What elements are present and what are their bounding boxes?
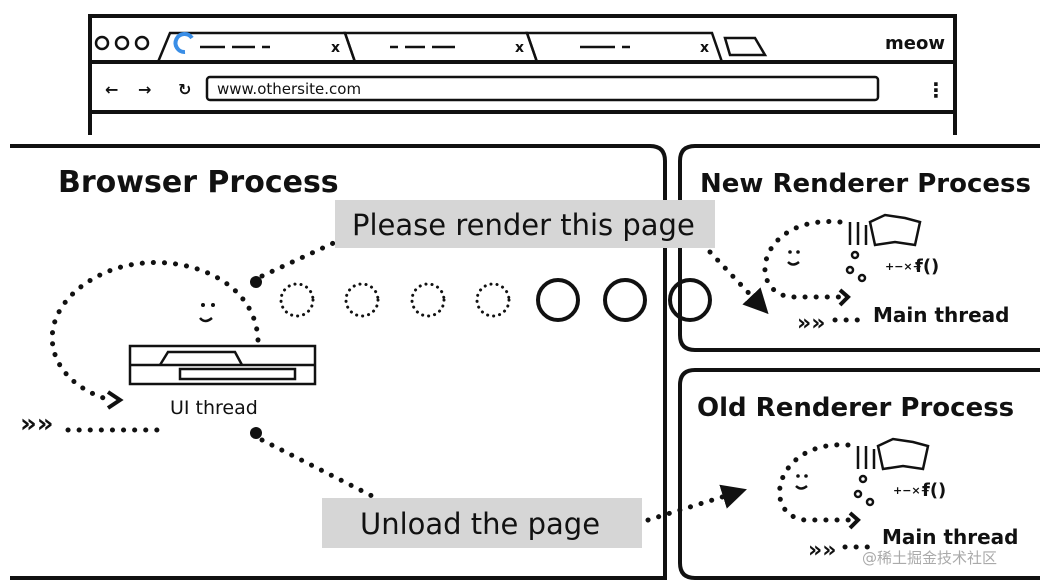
browser-window: x x x meow ← → ↻ www.othersite.com ⋮ [88,14,957,135]
new-main-thread-label: Main thread [873,303,1010,327]
browser-process-box [10,144,667,580]
pencils-icon [848,222,868,245]
ui-thread: UI thread »» [20,260,317,439]
book-icon [868,213,922,247]
sent-message-circle [668,278,712,322]
ui-thread-label: UI thread [170,397,258,419]
tree-icon [845,250,867,283]
forward-icon[interactable]: → [138,80,151,99]
tab-close-icon[interactable]: x [331,40,340,56]
sent-message-circle [603,278,647,322]
old-main-thread: +−×÷ f() »» Main thread [777,437,1019,563]
tab[interactable] [525,31,724,63]
function-icon: f() [922,480,946,501]
pencils-icon [856,446,876,469]
pending-message-circle [344,282,380,318]
old-renderer-title: Old Renderer Process [697,393,1014,423]
render-message-box [335,200,715,248]
thread-chevrons-icon: »» [20,409,54,439]
ipc-messages [279,278,712,322]
mini-browser-icon [128,344,317,386]
url-text[interactable]: www.othersite.com [217,80,361,98]
pending-message-circle [279,282,315,318]
math-icon: +−×÷ [893,484,930,497]
old-renderer-box [678,368,1040,580]
sent-message-circle [536,278,580,322]
tab-close-icon[interactable]: x [515,40,524,56]
old-main-thread-label: Main thread [882,525,1019,549]
unload-message-text: Unload the page [360,507,600,541]
pending-message-circle [475,282,511,318]
profile-label[interactable]: meow [885,33,945,54]
render-message-text: Please render this page [352,208,695,242]
new-tab-button[interactable] [723,36,768,57]
math-icon: +−×÷ [885,260,922,273]
reload-icon[interactable]: ↻ [178,80,191,99]
url-bar[interactable] [205,75,880,102]
back-icon[interactable]: ← [105,80,118,99]
watermark: @稀土掘金技术社区 [862,549,997,567]
new-renderer-title: New Renderer Process [700,169,1031,199]
new-main-thread: +−×÷ f() »» Main thread [762,213,1010,336]
browser-process-title: Browser Process [58,165,339,200]
function-icon: f() [915,256,939,277]
thread-chevrons-icon: »» [808,538,836,563]
unload-message-box [322,498,642,548]
tab-close-icon[interactable]: x [700,40,709,56]
tab[interactable] [156,31,357,63]
thread-chevrons-icon: »» [797,311,825,336]
tree-icon [853,474,875,507]
pending-message-circle [410,282,446,318]
window-controls-icon[interactable] [94,35,150,51]
spinner-icon [173,32,194,54]
menu-icon[interactable]: ⋮ [926,78,946,102]
book-icon [876,437,930,471]
